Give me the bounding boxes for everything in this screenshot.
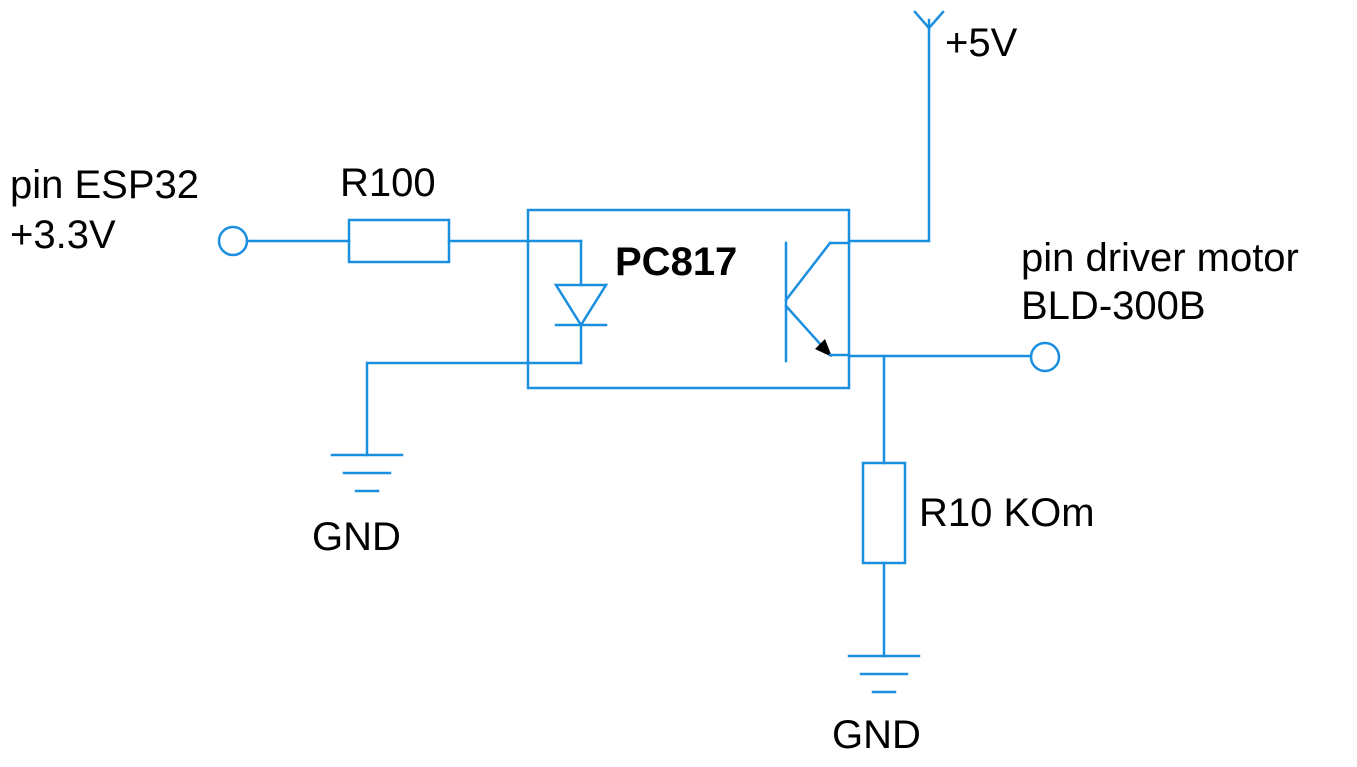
series-resistor-label: R100 <box>340 161 436 205</box>
ground-label-left: GND <box>312 515 401 559</box>
resistor-r10k <box>861 461 907 565</box>
input-terminal <box>217 225 249 257</box>
input-pin-label-line1: pin ESP32 <box>10 163 199 207</box>
output-pin-label-line2: BLD-300B <box>1021 284 1206 328</box>
resistor-r100 <box>347 218 451 264</box>
ground-symbol-left <box>330 453 404 493</box>
pulldown-resistor-label: R10 KOm <box>919 491 1095 535</box>
ground-symbol-right <box>847 654 921 694</box>
optocoupler-label: PC817 <box>615 240 737 284</box>
phototransistor <box>784 241 851 363</box>
supply-antenna-icon <box>913 10 945 30</box>
optocoupler-package <box>526 208 851 390</box>
input-pin-label-line2: +3.3V <box>10 213 116 257</box>
output-pin-label-line1: pin driver motor <box>1021 236 1299 280</box>
supply-label: +5V <box>945 21 1018 65</box>
output-terminal <box>1029 341 1061 373</box>
emitter-arrow-icon <box>815 339 832 357</box>
led-diode <box>553 239 609 365</box>
ground-label-right: GND <box>832 713 921 757</box>
wire-led-to-ground <box>365 361 583 457</box>
wire-collector-to-supply <box>847 18 931 243</box>
